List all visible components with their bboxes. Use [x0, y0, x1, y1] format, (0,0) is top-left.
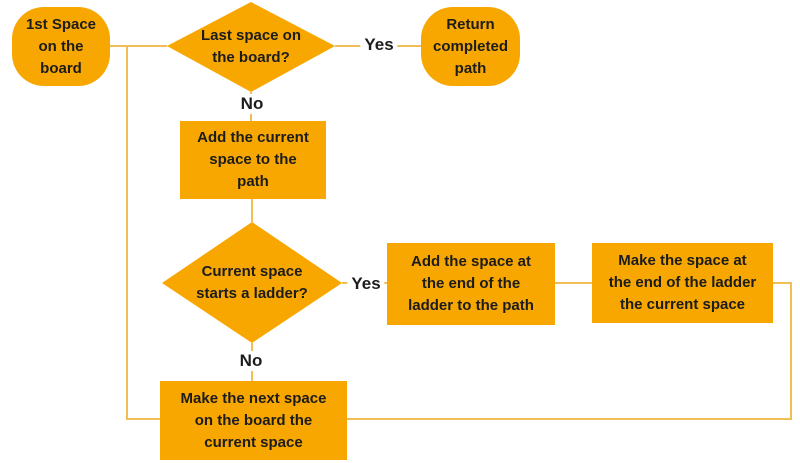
add-ladder-end-node: Add the space at the end of the ladder t…: [387, 243, 555, 325]
decision-ladder-label: Current space starts a ladder?: [196, 263, 308, 302]
add-current-space-node: Add the current space to the path: [180, 121, 326, 199]
return-path-node: Return completed path: [421, 7, 520, 86]
make-next-current-node: Make the next space on the board the cur…: [160, 381, 347, 460]
edge-label-no-last-space: No: [236, 94, 268, 114]
start-node: 1st Space on the board: [12, 7, 110, 86]
edge-loop-left: [126, 46, 160, 420]
edge-label-yes-last-space: Yes: [360, 35, 398, 55]
edge-loop-right: [347, 282, 792, 420]
edge-label-no-ladder: No: [235, 351, 267, 371]
make-ladder-current-node: Make the space at the end of the ladder …: [592, 243, 773, 323]
decision-last-space-diamond: [167, 2, 335, 92]
decision-ladder-diamond: [162, 222, 342, 343]
decision-last-space-label: Last space on the board?: [200, 27, 302, 66]
edge-label-yes-ladder: Yes: [347, 274, 385, 294]
